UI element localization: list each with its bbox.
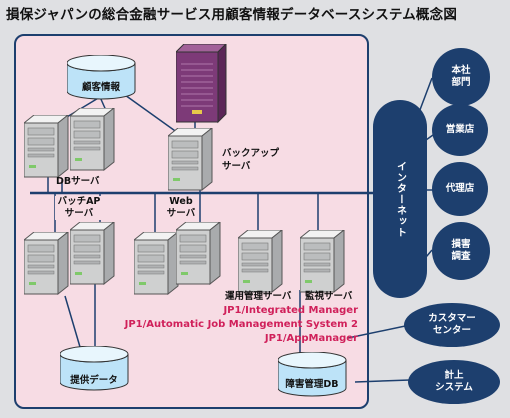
internet-label: インターネット <box>394 160 406 238</box>
diagram-title: 損保ジャパンの総合金融サービス用顧客情報データベースシステム概念図 <box>6 7 458 23</box>
monitoring-server-label: 監視サーバ <box>305 291 353 302</box>
agency-label: 代理店 <box>445 183 475 194</box>
db-server-label: DBサーバ <box>56 176 100 187</box>
customer-center-label-2: センター <box>432 325 471 336</box>
claims-node: 損害調査 <box>432 222 490 280</box>
batch-ap-server-label-2: サーバ <box>55 208 103 220</box>
web-server-label-1: Web <box>163 196 199 208</box>
sales-office-label: 営業店 <box>445 124 475 135</box>
web-server-2-icon <box>176 222 221 285</box>
batch-ap-server-2-icon <box>70 222 115 285</box>
ops-management-server-label: 運用管理サーバ <box>225 291 292 302</box>
internet-node <box>373 100 427 298</box>
incident-database-icon <box>278 352 347 397</box>
customer-database-icon <box>67 55 136 100</box>
customer-center-label-1: カスタマー <box>428 313 476 324</box>
claims-label-1: 損害 <box>451 239 471 250</box>
product-appmanager: JP1/AppManager <box>264 333 358 344</box>
customer-database-label: 顧客情報 <box>81 82 120 93</box>
backup-server-icon <box>168 128 213 191</box>
accounting-system-label-2: システム <box>435 382 473 393</box>
web-server-1-icon <box>134 232 179 295</box>
product-integrated-manager: JP1/Integrated Manager <box>223 305 358 316</box>
tape-library-icon <box>176 44 227 124</box>
lan-area <box>14 34 369 409</box>
head-office-node: 本社部門 <box>432 48 490 106</box>
accounting-system-node: 計上システム <box>408 360 500 404</box>
product-ajs2: JP1/Automatic Job Management System 2 <box>124 319 358 330</box>
claims-label-2: 調査 <box>451 251 471 262</box>
accounting-system-label-1: 計上 <box>444 370 464 381</box>
batch-ap-server-1-icon <box>24 232 69 295</box>
batch-ap-server-label-1: バッチAP <box>55 196 103 208</box>
web-server-label-2: サーバ <box>163 208 199 220</box>
head-office-label-1: 本社 <box>451 65 471 76</box>
monitoring-server-icon <box>300 230 345 293</box>
provided-data-label: 提供データ <box>70 375 118 386</box>
backup-server-label-1: バックアップ <box>222 148 280 159</box>
ops-management-server-icon <box>238 230 283 293</box>
backup-server-label-2: サーバ <box>222 161 251 172</box>
sales-office-node: 営業店 <box>432 104 488 156</box>
head-office-label-2: 部門 <box>451 77 471 88</box>
incident-database-label: 障害管理DB <box>285 379 339 390</box>
customer-center-node: カスタマーセンター <box>404 303 500 347</box>
db-server-2-icon <box>70 108 115 171</box>
db-server-1-icon <box>24 115 69 178</box>
agency-node: 代理店 <box>432 162 488 216</box>
